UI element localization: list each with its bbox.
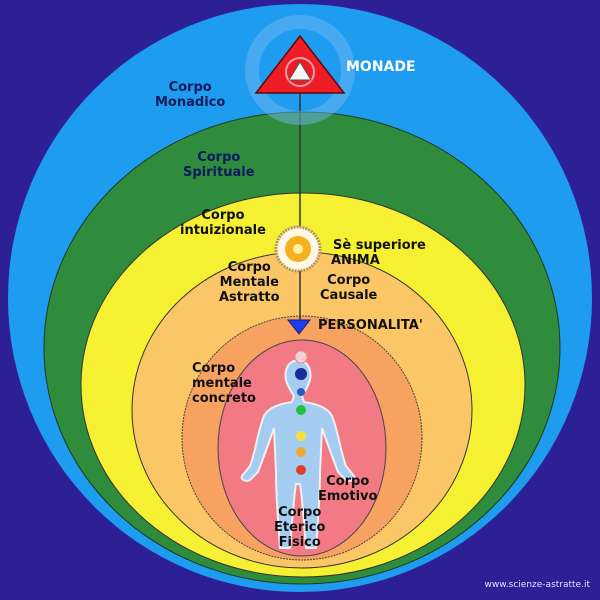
- personality-triangle-icon: [286, 319, 312, 335]
- chakra-3: [297, 388, 305, 396]
- monad-triangle-icon: [245, 15, 355, 125]
- chakra-6: [296, 447, 306, 457]
- chakra-1: [294, 350, 308, 364]
- corpo-monadico-label: Corpo Monadico: [155, 80, 226, 110]
- corpo-intuizionale-label: Corpo intuizionale: [180, 208, 266, 238]
- corpo-causale-label: Corpo Causale: [320, 273, 378, 303]
- corpo-spirituale-label: Corpo Spirituale: [183, 150, 255, 180]
- corpo-mentale-astratto-label: Corpo Mentale Astratto: [219, 260, 280, 305]
- lotus-soul-icon: [274, 225, 322, 273]
- chakra-4: [296, 405, 306, 415]
- corpo-emotivo-label: Corpo Emotivo: [318, 474, 378, 504]
- website-credit: www.scienze-astratte.it: [484, 580, 590, 590]
- corpo-mentale-concreto-label: Corpo mentale concreto: [192, 361, 256, 406]
- personalita-label: PERSONALITA': [318, 318, 423, 333]
- chakra-7: [296, 465, 306, 475]
- anima-label: ANIMA: [331, 253, 380, 268]
- se-superiore-label: Sè superiore: [333, 238, 426, 253]
- chakra-5: [296, 431, 306, 441]
- corpo-eterico-fisico-label: Corpo Eterico Fisico: [274, 505, 326, 550]
- monade-label: MONADE: [346, 59, 416, 75]
- chakra-2: [295, 368, 307, 380]
- chakras: [294, 350, 308, 475]
